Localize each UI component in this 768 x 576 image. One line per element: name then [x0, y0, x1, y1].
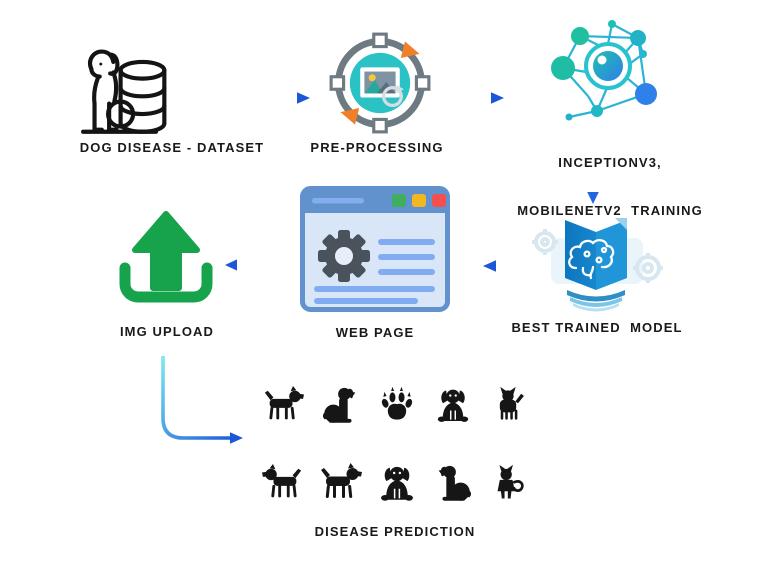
sitting-dog-icon: [320, 385, 362, 427]
red-button-icon: [432, 194, 446, 207]
address-bar-line: [312, 198, 364, 204]
flow-arrow-dataset-to-preprocessing: [244, 92, 310, 104]
best-model-label: BEST TRAINED MODEL: [511, 320, 683, 335]
dataset-label: DOG DISEASE - DATASET: [79, 140, 265, 155]
flow-arrow-webpage-to-upload: [225, 259, 272, 271]
neural-network-icon: [551, 20, 657, 121]
back-view-dog-icon: [488, 464, 528, 504]
flow-arrow-model-to-webpage: [483, 260, 549, 272]
image-processing-cycle-icon: [329, 32, 431, 134]
prediction-dogs-row1: [262, 384, 528, 428]
training-label-line1: INCEPTIONV3,: [558, 155, 662, 170]
paw-print-icon: [377, 386, 417, 426]
web-page-label: WEB PAGE: [335, 325, 415, 340]
flow-arrow-training-to-model: [587, 162, 599, 204]
sitting-dog-flipped-icon: [432, 463, 474, 505]
img-upload-label: IMG UPLOAD: [119, 324, 215, 339]
standing-dog-icon: [262, 385, 304, 427]
refresh-icon: [381, 85, 404, 108]
alert-dog-icon: [488, 386, 528, 426]
disease-prediction-label: DISEASE PREDICTION: [314, 524, 476, 539]
green-button-icon: [392, 194, 406, 207]
flow-arrow-preprocessing-to-training: [438, 92, 504, 104]
dog-with-database-icon: [81, 49, 167, 134]
puppy-front-icon: [433, 386, 473, 426]
training-label-line2: MOBILENETV2 TRAINING: [517, 203, 703, 218]
prediction-dogs-row2: [262, 461, 528, 507]
gear-decoration-icon: [532, 229, 663, 283]
model-book-icon: [532, 218, 663, 312]
puppy-front-icon: [376, 463, 418, 505]
standing-dog-icon: [318, 462, 362, 506]
training-label: INCEPTIONV3, MOBILENETV2 TRAINING: [500, 123, 720, 251]
gear-icon: [318, 230, 370, 282]
browser-window-icon: [300, 186, 450, 312]
upload-tray-icon: [119, 211, 213, 303]
photo-icon: [360, 67, 400, 98]
yellow-button-icon: [412, 194, 426, 207]
brain-icon: [568, 239, 615, 280]
standing-dog-flipped-icon: [262, 463, 304, 505]
flow-arrow-upload-to-prediction: [161, 356, 243, 444]
preprocessing-label: PRE-PROCESSING: [310, 140, 444, 155]
